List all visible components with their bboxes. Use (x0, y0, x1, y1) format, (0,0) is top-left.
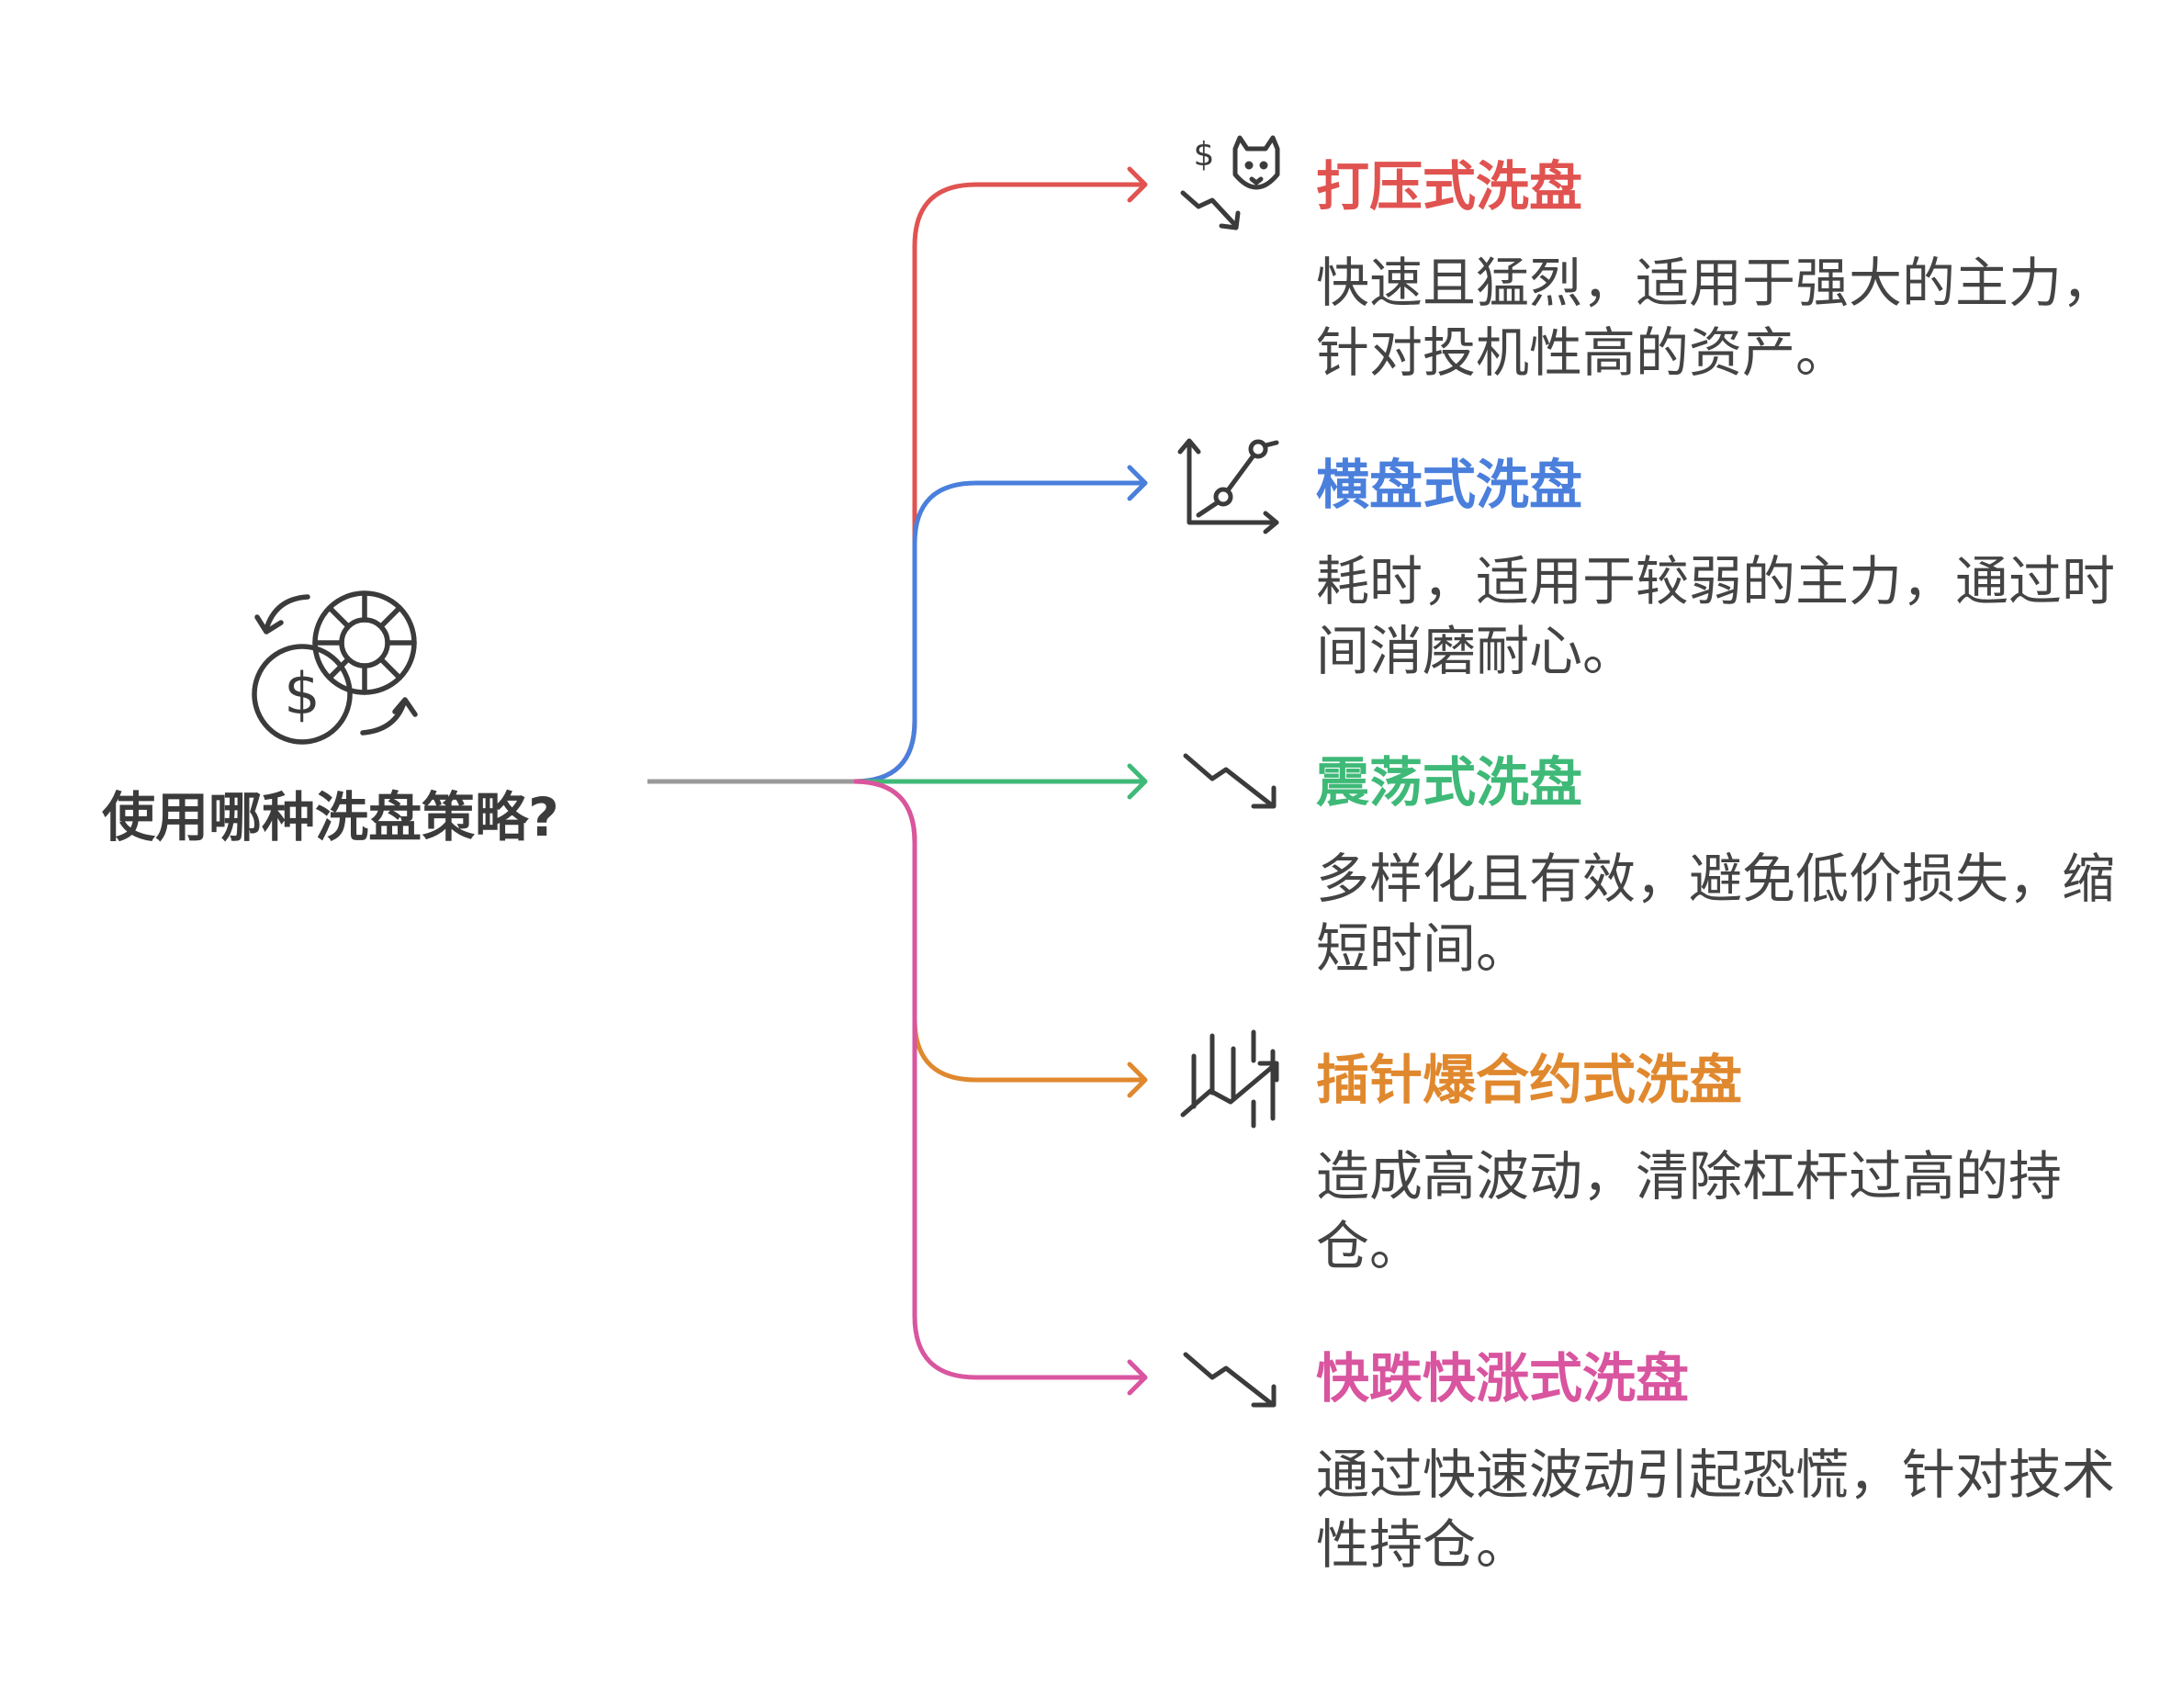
arrowhead-5 (1127, 1359, 1148, 1396)
option-3-description: 多样化且有效，避免低价损失，缩短时间。 (1316, 848, 2116, 980)
arrowhead-3 (1127, 763, 1148, 800)
option-2-title: 横盘式洗盘 (1316, 454, 1583, 516)
trend-down-icon (1183, 753, 1277, 809)
arrowhead-1 (1127, 166, 1148, 203)
arrowhead-4 (1127, 1062, 1148, 1098)
option-4-title: 插针爆合约式洗盘 (1316, 1049, 1743, 1111)
arrowhead-2 (1127, 465, 1148, 501)
option-5-description: 通过快速波动引起恐慌，针对技术性持仓。 (1316, 1444, 2116, 1576)
option-1-title: 打压式洗盘 (1316, 155, 1583, 218)
branch-line-2 (853, 480, 1143, 784)
volatility-chart-icon (1180, 1029, 1279, 1129)
branch-line-4 (853, 779, 1143, 1083)
bear-market-dollar-icon: $ (1180, 135, 1280, 230)
question-title: 使用哪种洗盘策略? (102, 786, 559, 848)
svg-text:$: $ (284, 660, 320, 727)
svg-text:$: $ (1194, 136, 1215, 174)
option-5-title: 快跌快涨式洗盘 (1316, 1347, 1690, 1410)
option-1-description: 快速且猛烈，适用于强大的主力，针对投机性高的资产。 (1316, 252, 2116, 384)
branch-line-5 (853, 779, 1143, 1380)
option-3-title: 震荡式洗盘 (1316, 751, 1583, 814)
money-cycle-icon: $ (252, 590, 418, 745)
option-4-description: 造成高波动，清除杠杆过高的持仓。 (1316, 1145, 2063, 1277)
line-chart-icon (1177, 438, 1279, 534)
option-2-description: 耗时，适用于较弱的主力，通过时间消磨耐心。 (1316, 550, 2116, 682)
trend-down-icon (1183, 1352, 1277, 1408)
